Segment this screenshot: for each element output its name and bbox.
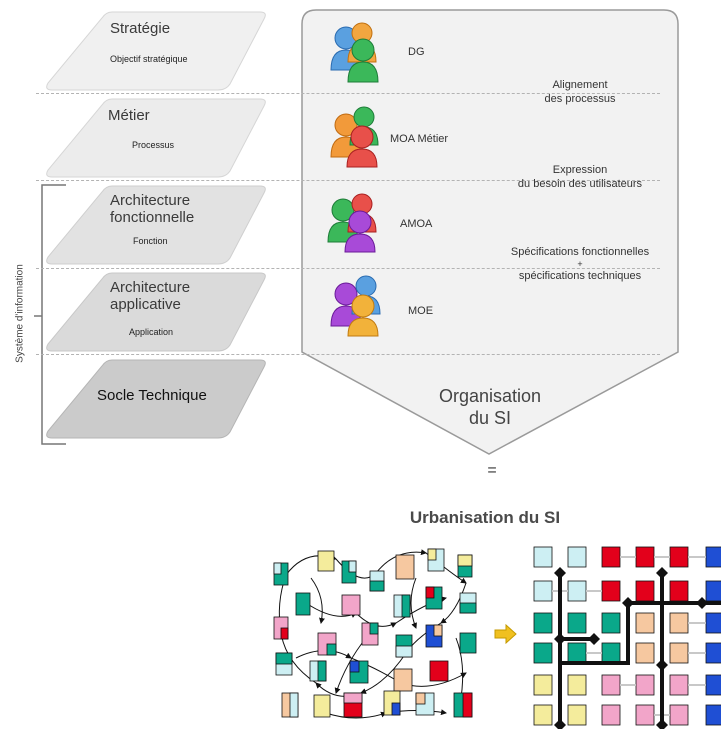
users-group-icon	[330, 106, 379, 168]
layer-title: Architecture applicative	[110, 279, 191, 313]
chaotic-network-diagram	[273, 548, 477, 719]
flow-label-alignement: Alignement des processus	[500, 78, 660, 106]
layer-strategie: Stratégie Objectif stratégique	[40, 10, 266, 92]
layer-subtitle: Objectif stratégique	[110, 54, 188, 64]
layer-subtitle: Processus	[132, 140, 175, 150]
flow-label-expression: Expression du besoin des utilisateurs	[490, 163, 670, 191]
users-group-icon	[327, 193, 377, 253]
layer-metier: Métier Processus	[40, 97, 266, 179]
organisation-line: du SI	[468, 408, 512, 428]
bracket-label: Système d'information	[14, 264, 26, 363]
layer-architecture-applicative: Architecture applicative Application	[40, 271, 266, 353]
actor-label-amoa: AMOA	[400, 218, 433, 230]
urbanised-grid-diagram	[533, 546, 721, 729]
layer-title: Socle Technique	[97, 387, 207, 404]
actor-label-moe: MOE	[408, 305, 434, 317]
flow-line: spécifications techniques	[518, 270, 642, 282]
separator-line	[36, 354, 660, 355]
layer-architecture-fonctionnelle: Architecture fonctionnelle Fonction	[40, 184, 266, 266]
flow-line: +	[577, 259, 583, 269]
parallelogram-shape	[46, 359, 266, 439]
parallelogram-shape	[46, 11, 266, 91]
equals-sign: =	[487, 462, 497, 479]
layer-title: Métier	[108, 107, 150, 124]
users-group-icon	[330, 275, 381, 337]
urbanisation-title: Urbanisation du SI	[409, 508, 561, 527]
arrow-right-icon	[494, 624, 517, 644]
organisation-label: Organisation du SI	[420, 385, 560, 429]
layer-socle-technique: Socle Technique	[40, 358, 266, 440]
organisation-shape	[301, 9, 679, 455]
parallelogram-shape	[46, 98, 266, 178]
separator-line	[36, 180, 660, 181]
parallelogram-shape	[46, 272, 266, 352]
separator-line	[36, 268, 660, 269]
layer-title: Architecture fonctionnelle	[110, 192, 195, 226]
layer-subtitle: Fonction	[133, 236, 168, 246]
separator-line	[36, 93, 660, 94]
parallelogram-shape	[46, 185, 266, 265]
flow-line: des processus	[544, 93, 616, 105]
flow-line: du besoin des utilisateurs	[517, 178, 643, 190]
flow-line: Expression	[552, 164, 608, 176]
flow-line: Spécifications fonctionnelles	[510, 246, 650, 258]
flow-line: Alignement	[552, 79, 608, 91]
layer-title: Stratégie	[110, 20, 171, 37]
actor-label-moa: MOA Métier	[390, 133, 449, 145]
organisation-line: Organisation	[438, 386, 542, 406]
bracket-shape	[34, 184, 66, 445]
flow-label-specifications: Spécifications fonctionnelles + spécific…	[490, 246, 670, 282]
actor-label-dg: DG	[408, 46, 425, 58]
layer-subtitle: Application	[129, 327, 174, 337]
users-group-icon	[330, 22, 379, 83]
